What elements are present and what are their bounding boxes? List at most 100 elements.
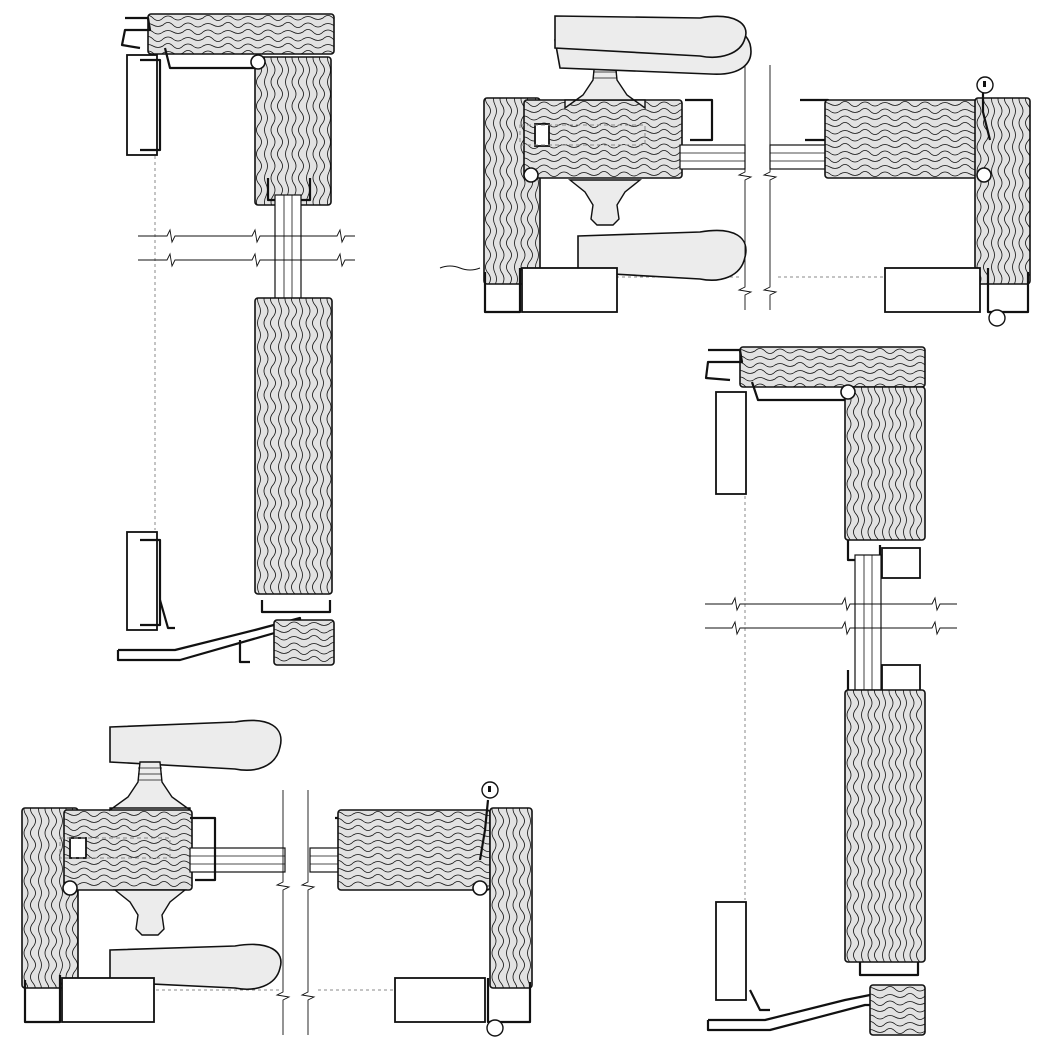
- sash-bottom-rail-wood: [254, 297, 333, 595]
- jamb-wood-right: [974, 97, 1031, 285]
- lock-case: [534, 123, 550, 147]
- grain-line: [903, 387, 907, 540]
- break-line: [300, 790, 316, 1035]
- grain-line: [1018, 98, 1024, 284]
- aluminium-profile: [120, 16, 152, 50]
- grain-line: [338, 860, 490, 866]
- grain-line: [278, 298, 282, 594]
- grain-line: [524, 171, 682, 177]
- grain-line: [524, 129, 682, 135]
- aluminium-profile: [483, 268, 522, 314]
- grain-line: [867, 387, 873, 540]
- aluminium-profile: [986, 268, 1030, 314]
- grain-line: [338, 874, 490, 880]
- grain-line: [740, 348, 925, 354]
- grain-line: [274, 656, 334, 662]
- key-icon: [983, 81, 986, 87]
- grain-line: [491, 808, 497, 988]
- grain-line: [895, 690, 901, 962]
- grain-line: [148, 15, 334, 21]
- grain-line: [524, 164, 682, 170]
- aluminium-profile: [981, 93, 992, 141]
- grain-line: [916, 690, 922, 962]
- sealant-line: [439, 265, 481, 271]
- grain-line: [870, 986, 925, 992]
- grain-line: [524, 136, 682, 142]
- grain-line: [870, 993, 925, 999]
- aluminium-profile: [704, 348, 744, 382]
- grain-line: [870, 1014, 925, 1020]
- grain-line: [1004, 98, 1010, 284]
- grain-line: [338, 825, 490, 831]
- grain-line: [312, 298, 318, 594]
- break-line: [275, 790, 291, 1035]
- hinge-icon: [988, 309, 1006, 327]
- grain-line: [64, 874, 192, 880]
- sash-stile-wood-right: [337, 809, 491, 891]
- lock-outline: [519, 124, 646, 146]
- wood-outline: [974, 97, 1031, 285]
- grain-line: [846, 387, 852, 540]
- grain-line: [274, 628, 334, 634]
- grain-line: [888, 690, 894, 962]
- grain-line: [524, 150, 682, 156]
- grain-line: [740, 369, 925, 375]
- aluminium-profile: [238, 640, 250, 664]
- grain-line: [991, 98, 995, 284]
- grain-line: [882, 690, 886, 962]
- wood-grain: [846, 690, 922, 962]
- frame-head-wood: [739, 346, 926, 388]
- wood-grain: [256, 57, 331, 205]
- gasket: [62, 880, 78, 896]
- break-line: [705, 620, 957, 636]
- grain-line: [64, 811, 192, 817]
- grain-line: [270, 298, 276, 594]
- wood-grain: [257, 298, 332, 594]
- grain-line: [148, 50, 334, 54]
- grain-line: [524, 115, 682, 121]
- rosette-body: [109, 761, 191, 812]
- grain-line: [870, 1000, 925, 1006]
- frame-profile-left: [521, 267, 618, 313]
- gasket: [472, 880, 488, 896]
- aluminium-profile: [685, 98, 714, 142]
- grain-line: [291, 298, 297, 594]
- grain-line: [514, 98, 518, 284]
- aluminium-profile: [800, 98, 830, 142]
- grain-line: [493, 98, 497, 284]
- handle-lever-top-icon: [554, 15, 747, 58]
- grain-line: [274, 635, 334, 641]
- glass-pane: [679, 144, 746, 170]
- grain-line: [903, 690, 907, 962]
- grain-line: [338, 867, 490, 873]
- break-line: [705, 596, 957, 612]
- sash-stile-wood-left: [523, 99, 683, 179]
- grain-line: [853, 387, 859, 540]
- grain-line: [148, 22, 334, 28]
- wood-outline: [869, 984, 926, 1036]
- rosette-body: [564, 59, 646, 110]
- frame-profile-left: [61, 977, 155, 1023]
- grain-line: [284, 298, 290, 594]
- frame-profile-right: [394, 977, 486, 1023]
- lock-outline: [59, 837, 171, 859]
- grain-line: [274, 642, 334, 648]
- grain-line: [257, 298, 261, 594]
- aluminium-profile: [23, 975, 62, 1024]
- grain-line: [853, 690, 859, 962]
- grain-line: [312, 57, 318, 205]
- grain-line: [870, 1028, 925, 1034]
- aluminium-profile: [140, 58, 162, 152]
- grain-line: [740, 362, 925, 368]
- break-line: [138, 228, 355, 244]
- grain-line: [846, 690, 852, 962]
- wood-grain: [524, 101, 682, 177]
- grain-line: [983, 98, 989, 284]
- handle-spindle: [113, 889, 187, 936]
- aluminium-profile: [478, 799, 490, 861]
- grain-line: [256, 57, 262, 205]
- grain-line: [338, 846, 490, 852]
- aluminium-profile: [190, 816, 217, 882]
- grain-line: [524, 101, 682, 107]
